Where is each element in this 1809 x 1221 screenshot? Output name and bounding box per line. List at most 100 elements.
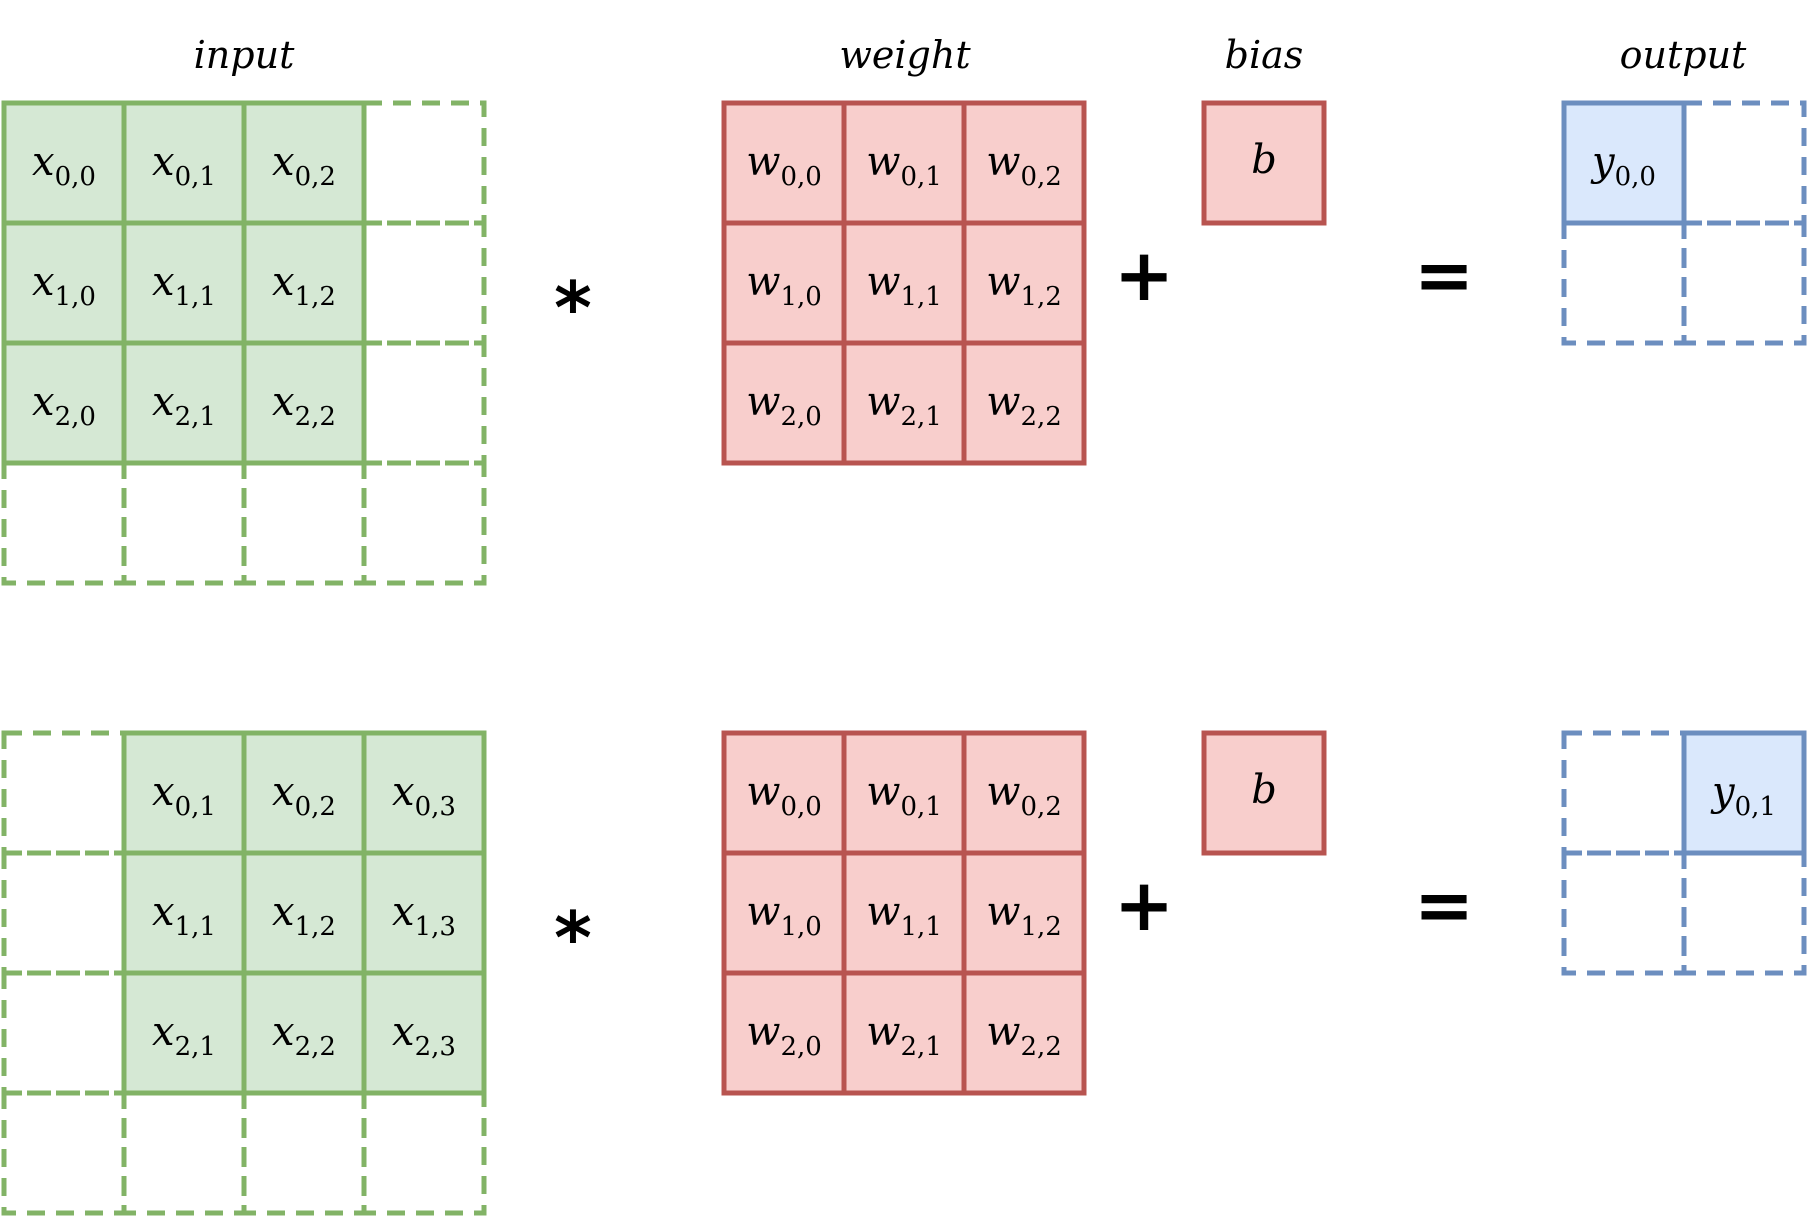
input-cell-empty	[121, 1090, 247, 1216]
input-cell-empty	[121, 460, 247, 586]
weight-cell	[841, 970, 967, 1096]
output-cell-empty	[1561, 730, 1687, 856]
bias-label: b	[1251, 767, 1277, 813]
plus-operator: +	[1114, 863, 1174, 947]
input-cell-empty	[361, 100, 487, 226]
input-cell	[241, 220, 367, 346]
input-cell-label: x2,2	[272, 379, 336, 432]
output-header: output	[1620, 33, 1747, 77]
output-cell	[1681, 730, 1807, 856]
weight-cell	[721, 340, 847, 466]
output-cell-empty	[1681, 850, 1807, 976]
input-cell	[361, 850, 487, 976]
plus-operator: +	[1114, 233, 1174, 317]
output-cell-empty	[1561, 220, 1687, 346]
input-cell-empty	[1, 730, 127, 856]
weight-cell	[841, 340, 967, 466]
input-header: input	[194, 33, 295, 77]
weight-cell-label: w1,2	[986, 259, 1062, 312]
weight-cell-label: w2,1	[866, 1009, 942, 1062]
weight-cell	[961, 220, 1087, 346]
input-cell-label: x1,0	[32, 259, 96, 312]
input-cell-label: x2,1	[152, 1009, 216, 1062]
input-cell	[121, 220, 247, 346]
convolution-operator: *	[554, 266, 592, 350]
input-cell-empty	[361, 460, 487, 586]
weight-cell-label: w1,0	[746, 259, 822, 312]
input-cell-label: x2,2	[272, 1009, 336, 1062]
input-cell	[361, 970, 487, 1096]
output-cell	[1561, 100, 1687, 226]
input-cell-empty	[1, 970, 127, 1096]
input-cell-label: x1,3	[392, 889, 456, 942]
weight-cell	[721, 220, 847, 346]
weight-cell-label: w1,1	[866, 259, 942, 312]
weight-cell	[841, 850, 967, 976]
input-cell-label: x0,3	[392, 769, 456, 822]
bias-header: bias	[1225, 33, 1304, 77]
weight-cell-label: w0,0	[746, 139, 822, 192]
weight-cell	[961, 730, 1087, 856]
input-cell	[241, 100, 367, 226]
input-cell-label: x0,1	[152, 139, 216, 192]
weight-cell	[721, 100, 847, 226]
input-cell-label: x2,0	[32, 379, 96, 432]
equals-operator: =	[1414, 233, 1474, 317]
input-cell	[241, 970, 367, 1096]
weight-cell	[841, 220, 967, 346]
input-cell	[241, 340, 367, 466]
weight-cell-label: w2,0	[746, 1009, 822, 1062]
weight-header: weight	[839, 33, 971, 77]
equals-operator: =	[1414, 863, 1474, 947]
convolution-operator: *	[554, 896, 592, 980]
weight-cell-label: w2,2	[986, 379, 1062, 432]
input-cell	[121, 970, 247, 1096]
input-cell-empty	[361, 340, 487, 466]
weight-cell	[721, 970, 847, 1096]
weight-cell-label: w0,1	[866, 769, 942, 822]
weight-cell	[961, 340, 1087, 466]
input-cell-label: x2,3	[392, 1009, 456, 1062]
input-cell-empty	[361, 220, 487, 346]
input-cell	[361, 730, 487, 856]
output-cell-label: y0,1	[1710, 769, 1776, 822]
weight-cell-label: w1,0	[746, 889, 822, 942]
weight-cell-label: w0,1	[866, 139, 942, 192]
input-cell-label: x0,1	[152, 769, 216, 822]
weight-cell-label: w2,2	[986, 1009, 1062, 1062]
bias-cell	[1201, 730, 1327, 856]
output-cell-label: y0,0	[1590, 139, 1656, 192]
input-cell-empty	[361, 1090, 487, 1216]
input-cell-empty	[1, 850, 127, 976]
input-cell-label: x1,1	[152, 259, 216, 312]
weight-cell-label: w2,1	[866, 379, 942, 432]
output-cell-empty	[1561, 850, 1687, 976]
output-cell-empty	[1681, 220, 1807, 346]
weight-cell	[721, 730, 847, 856]
input-cell	[121, 340, 247, 466]
weight-cell-label: w0,0	[746, 769, 822, 822]
weight-cell-label: w1,1	[866, 889, 942, 942]
weight-cell-label: w0,2	[986, 769, 1062, 822]
input-cell-label: x0,0	[32, 139, 96, 192]
input-cell-label: x0,2	[272, 139, 336, 192]
input-cell-empty	[241, 460, 367, 586]
input-cell	[241, 730, 367, 856]
weight-cell	[961, 100, 1087, 226]
input-cell-label: x2,1	[152, 379, 216, 432]
input-cell-label: x0,2	[272, 769, 336, 822]
input-cell	[121, 730, 247, 856]
weight-cell-label: w0,2	[986, 139, 1062, 192]
weight-cell-label: w2,0	[746, 379, 822, 432]
input-cell-empty	[1, 1090, 127, 1216]
input-cell-label: x1,2	[272, 889, 336, 942]
input-cell-empty	[1, 460, 127, 586]
weight-cell	[961, 970, 1087, 1096]
bias-label: b	[1251, 137, 1277, 183]
input-cell-label: x1,1	[152, 889, 216, 942]
bias-cell	[1201, 100, 1327, 226]
output-cell-empty	[1681, 100, 1807, 226]
weight-cell-label: w1,2	[986, 889, 1062, 942]
input-cell-empty	[241, 1090, 367, 1216]
